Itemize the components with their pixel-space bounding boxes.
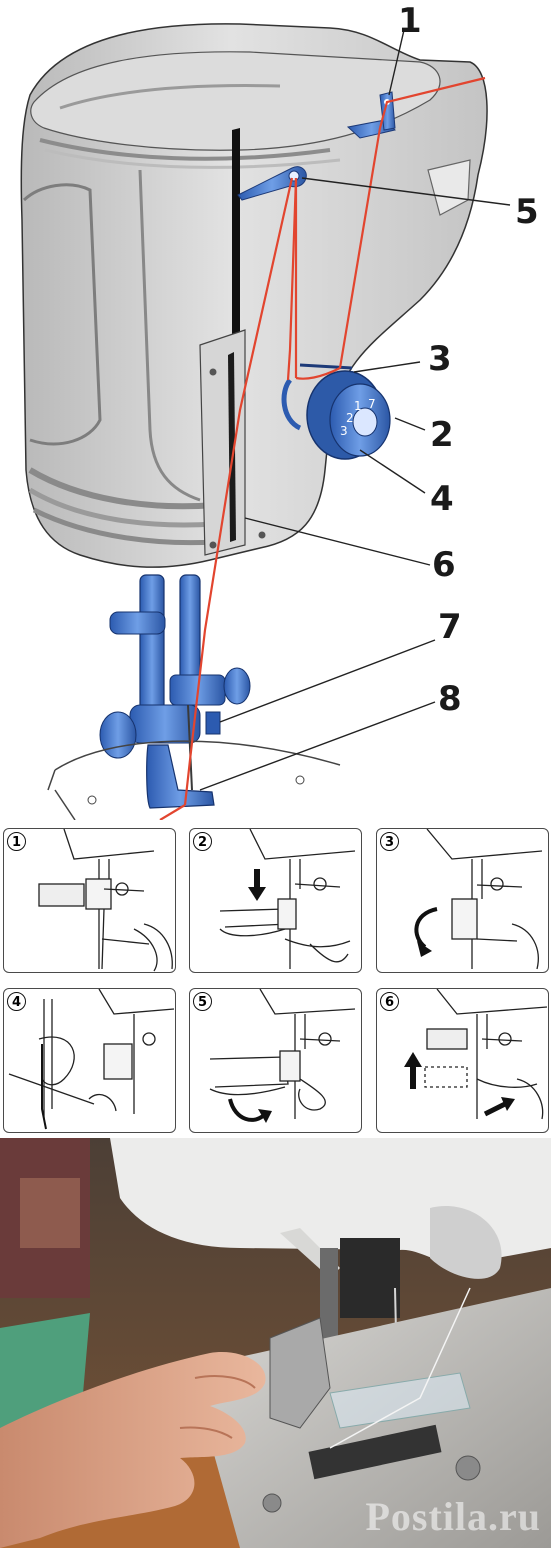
step-panel: 1 <box>3 828 176 973</box>
step-panel: 2 <box>189 828 362 973</box>
threading-diagram: 3 2 1 7 <box>20 1 539 820</box>
tension-assembly: 3 2 1 7 <box>281 363 391 460</box>
threading-photo: Postila.ru <box>0 1138 551 1548</box>
step-illustration <box>404 989 548 1120</box>
thread-path <box>159 76 486 820</box>
callout-number: 6 <box>432 545 456 585</box>
callout-number: 8 <box>438 679 462 719</box>
callout-number: 2 <box>430 415 454 455</box>
threading-steps: 1 2 <box>0 820 551 1138</box>
step-illustration <box>8 989 175 1130</box>
presser-foot <box>269 1317 331 1429</box>
dial-number: 7 <box>368 397 376 411</box>
callout-number: 7 <box>438 607 462 647</box>
sewing-machine-illustration: 3 2 1 7 <box>20 23 511 820</box>
callout-number: 4 <box>430 479 454 519</box>
step-number: 1 <box>7 832 26 851</box>
photo-scene <box>0 1138 551 1548</box>
arrow-up-icon <box>404 1052 422 1089</box>
dial-number: 2 <box>346 411 354 425</box>
step-panel: 3 <box>376 828 549 973</box>
dial-number: 3 <box>340 424 348 438</box>
step-panel: 5 <box>189 988 362 1133</box>
step-panel: 4 <box>3 988 176 1133</box>
arrow-right-icon <box>483 1097 515 1117</box>
curved-arrow-icon <box>414 907 438 957</box>
arrow-down-icon <box>248 869 266 901</box>
step-number: 2 <box>193 832 212 851</box>
callout-leader-lines <box>199 29 511 791</box>
step-number: 6 <box>380 992 399 1011</box>
curved-arrow-icon <box>228 1098 272 1123</box>
callout-number: 5 <box>515 192 539 232</box>
watermark-text: Postila.ru <box>365 1494 541 1539</box>
dial-number: 1 <box>354 399 362 413</box>
step-number: 5 <box>193 992 212 1011</box>
callout-number: 1 <box>398 1 422 41</box>
step-number: 3 <box>380 832 399 851</box>
step-illustration <box>209 989 356 1123</box>
presser-and-needle-bar <box>99 574 251 809</box>
hand <box>0 1352 266 1548</box>
step-panel: 6 <box>376 988 549 1133</box>
step-number: 4 <box>7 992 26 1011</box>
step-illustration <box>38 829 173 972</box>
machine-head-body <box>20 23 488 568</box>
step-illustration <box>219 829 356 969</box>
callout-number: 3 <box>428 339 452 379</box>
step-illustration <box>414 829 543 970</box>
